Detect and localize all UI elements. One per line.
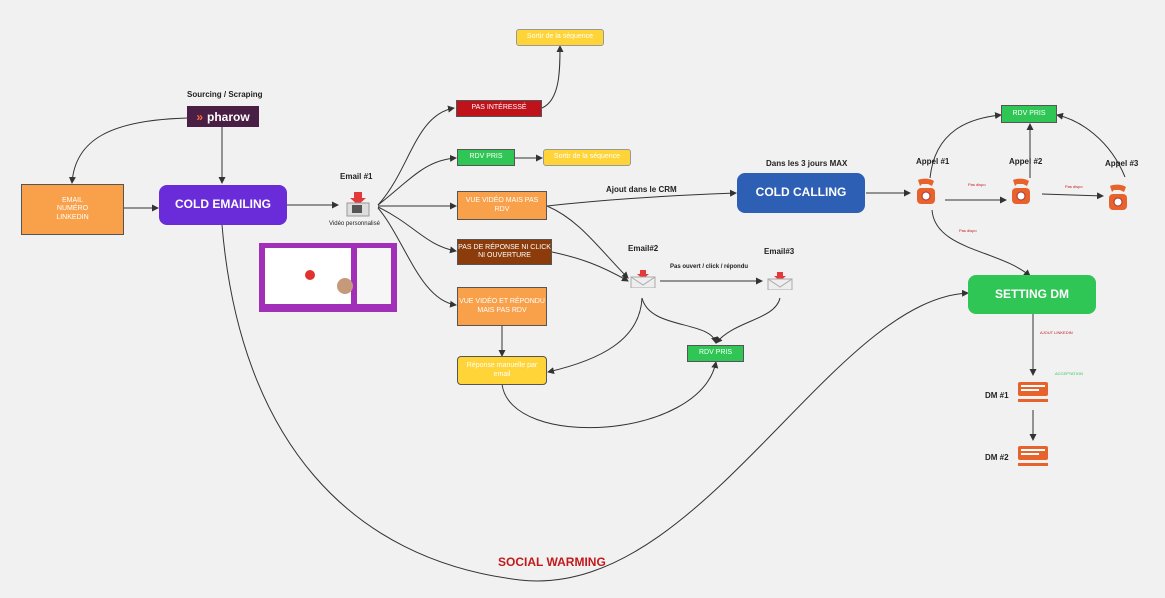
email3-envelope-icon (767, 272, 793, 290)
email1-icon (346, 192, 370, 217)
sourcing-label: Sourcing / Scraping (187, 90, 263, 99)
pas-dispo-1: Pas dispo (968, 182, 986, 187)
sortir-sequence-top: Sortir de la séquence (516, 29, 604, 46)
social-warming-label: SOCIAL WARMING (498, 555, 606, 569)
dm2-label: DM #2 (985, 453, 1009, 462)
phone-icon-2 (1012, 178, 1030, 204)
dm1-message-icon (1018, 382, 1048, 402)
acceptation-label: ACCEPTATION (1055, 371, 1083, 376)
three-days-label: Dans les 3 jours MAX (766, 159, 848, 168)
appel2-label: Appel #2 (1009, 157, 1043, 166)
email2-envelope-icon (630, 270, 656, 288)
cold-emailing-box: COLD EMAILING (159, 185, 287, 225)
reponse-manuelle-box: Réponse manuelle par email (457, 356, 547, 385)
setting-dm-box: SETTING DM (968, 275, 1096, 314)
video-avatar (337, 278, 353, 294)
vue-video-box: VUE VIDÉO MAIS PAS RDV (457, 191, 547, 220)
email1-label: Email #1 (340, 172, 373, 181)
sortir-sequence-mid: Sortir de la séquence (543, 149, 631, 166)
video-thumbnail-screen (265, 248, 351, 304)
video-thumbnail-side (357, 248, 391, 304)
pharow-chevrons-icon: » (196, 109, 203, 124)
pas-interesse-box: PAS INTÉRESSÉ (456, 100, 542, 117)
ajout-linkedin-label: AJOUT LINKEDIN (1040, 330, 1073, 335)
appel1-label: Appel #1 (916, 157, 950, 166)
dm2-message-icon (1018, 446, 1048, 466)
video-perso-label: Vidéo personnalisé (329, 221, 380, 227)
crm-label: Ajout dans le CRM (606, 185, 677, 194)
rdv-pris-2: RDV PRIS (687, 345, 744, 362)
pharow-logo-text: pharow (207, 109, 250, 124)
vue-repondu-box: VUE VIDÉO ET RÉPONDU MAIS PAS RDV (457, 287, 547, 326)
dm1-label: DM #1 (985, 391, 1009, 400)
pas-reponse-box: PAS DE RÉPONSE NI CLICK NI OUVERTURE (457, 239, 552, 265)
opened-label: Pas ouvert / click / répondu (670, 264, 749, 270)
email3-label: Email#3 (764, 247, 795, 256)
video-play-icon (305, 270, 315, 280)
email-numero-linkedin-box: EMAIL NUMÉRO LINKEDIN (21, 184, 124, 235)
video-thumbnail (259, 243, 397, 312)
appel3-label: Appel #3 (1105, 159, 1139, 168)
phone-icon-1 (917, 178, 935, 204)
cold-calling-box: COLD CALLING (737, 173, 865, 213)
email2-label: Email#2 (628, 244, 659, 253)
rdv-pris-1: RDV PRIS (457, 149, 515, 166)
pas-dispo-3: Pas dispo (959, 228, 977, 233)
rdv-pris-3: RDV PRIS (1001, 105, 1057, 123)
pas-dispo-2: Pas dispo (1065, 184, 1083, 189)
phone-icon-3 (1109, 184, 1127, 210)
pharow-logo: » pharow (187, 106, 259, 127)
